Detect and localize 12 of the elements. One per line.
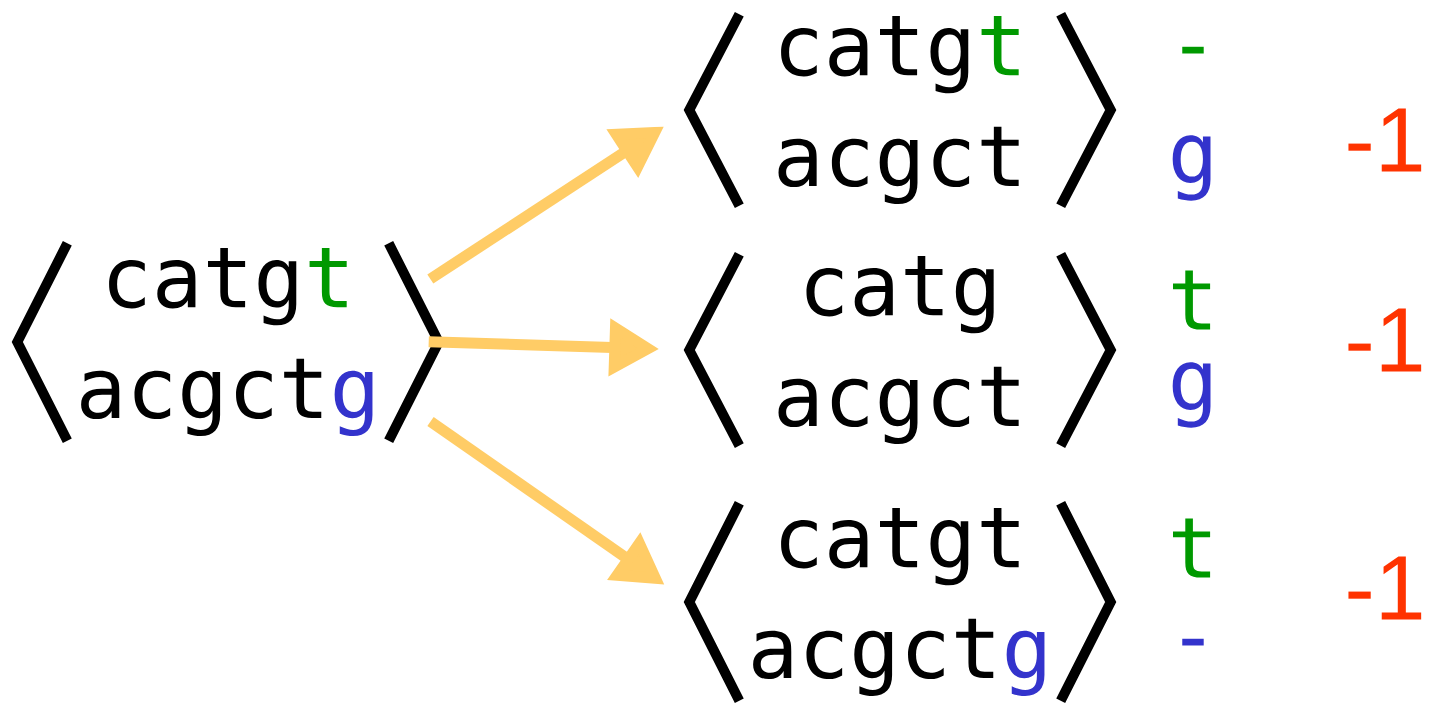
score: -1 bbox=[1348, 556, 1422, 620]
column-letter: - bbox=[1182, 638, 1204, 646]
sequence-pair: catgt acgctg bbox=[683, 501, 1117, 703]
column-letter: t bbox=[1173, 270, 1211, 330]
column-letter: t bbox=[1173, 518, 1211, 578]
column-letter: g bbox=[1172, 362, 1211, 428]
column-letter: - bbox=[1182, 46, 1204, 54]
sequence-pair: catg acgct bbox=[683, 251, 1117, 448]
score: -1 bbox=[1348, 108, 1422, 172]
column-letter: g bbox=[1172, 135, 1211, 201]
sequence-pair: catgt acgctg bbox=[11, 241, 445, 443]
score: -1 bbox=[1348, 308, 1422, 372]
